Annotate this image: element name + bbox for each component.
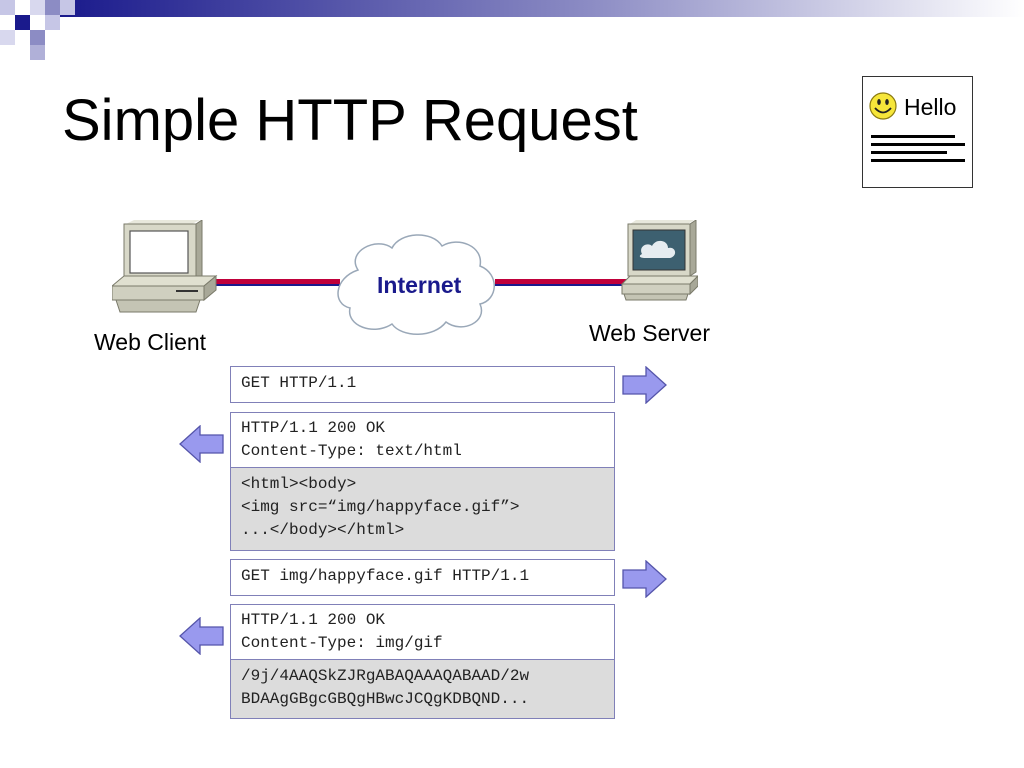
response2-content-type: Content-Type: img/gif — [241, 634, 443, 652]
request2-box: GET img/happyface.gif HTTP/1.1 — [230, 559, 615, 596]
page-text-lines — [871, 135, 965, 162]
response1-headers-box: HTTP/1.1 200 OK Content-Type: text/html — [230, 412, 615, 468]
right-arrow-icon — [622, 366, 667, 404]
left-arrow-icon — [179, 425, 224, 463]
response1-body-line: <html><body> — [241, 475, 357, 493]
response2-headers-box: HTTP/1.1 200 OK Content-Type: img/gif — [230, 604, 615, 660]
server-computer-icon — [620, 220, 698, 301]
slide-title: Simple HTTP Request — [62, 88, 638, 153]
response2-body-line: BDAAgGBgcGBQgHBwcJCQgKDBQND... — [241, 690, 530, 708]
response1-status-line: HTTP/1.1 200 OK — [241, 419, 386, 437]
response2-status-line: HTTP/1.1 200 OK — [241, 611, 386, 629]
right-arrow-icon — [622, 560, 667, 598]
template-header-bar — [0, 0, 1024, 60]
response1-body-line: <img src=“img/happyface.gif”> — [241, 498, 520, 516]
web-client-label: Web Client — [94, 329, 207, 355]
network-link — [210, 279, 630, 286]
response2-body-line: /9j/4AAQSkZJRgABAQAAAQABAAD/2w — [241, 667, 530, 685]
response1-body-line: ...</body></html> — [241, 521, 405, 539]
web-page-preview — [862, 76, 973, 188]
left-arrow-icon — [179, 617, 224, 655]
response1-body-box: <html><body> <img src=“img/happyface.gif”… — [230, 467, 615, 551]
page-preview-text: Hello — [904, 94, 957, 120]
web-server-label: Web Server — [589, 320, 711, 346]
internet-label: Internet — [377, 272, 462, 298]
request1-box: GET HTTP/1.1 — [230, 366, 615, 403]
response1-content-type: Content-Type: text/html — [241, 442, 462, 460]
desktop-computer-icon — [112, 220, 218, 313]
internet-cloud-icon — [337, 234, 495, 335]
smiley-face-icon — [869, 92, 897, 120]
